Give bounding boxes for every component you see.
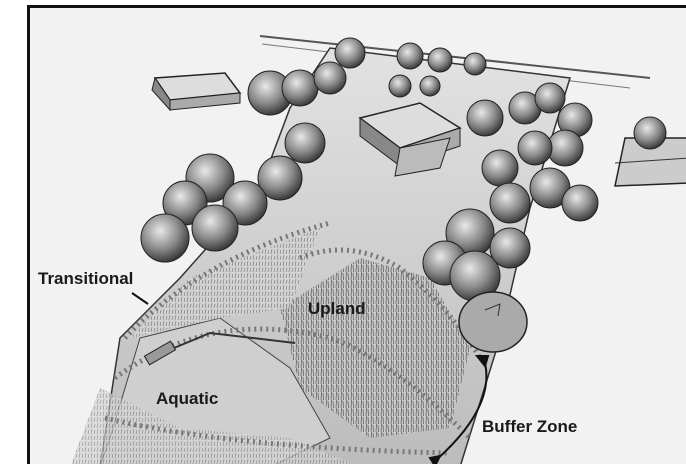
illustration-frame: Transitional Upland Aquatic Buffer Zone: [27, 5, 686, 464]
house-left: [152, 73, 240, 110]
upland-zone-label: Upland: [308, 300, 366, 317]
pond: [459, 292, 527, 352]
transitional-zone-label: Transitional: [38, 270, 133, 287]
aquatic-zone-label: Aquatic: [156, 390, 218, 407]
buffer-zone-label: Buffer Zone: [482, 418, 577, 435]
riparian-landscape-illustration: [30, 8, 686, 464]
